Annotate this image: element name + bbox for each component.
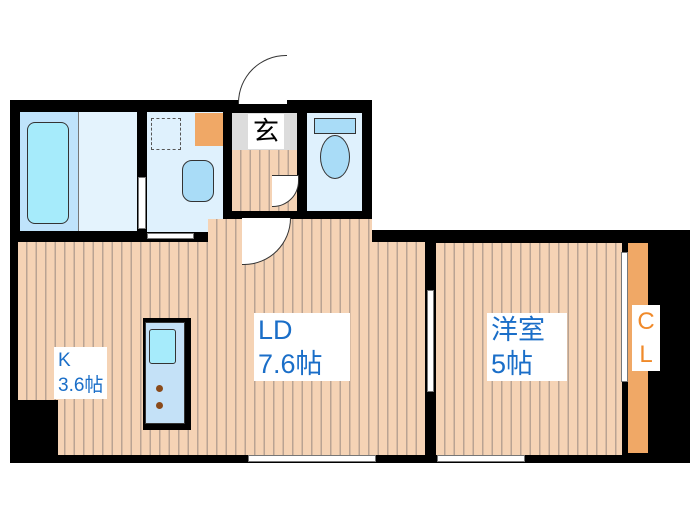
entrance-label: 玄 bbox=[248, 114, 284, 149]
ld-window[interactable] bbox=[248, 455, 376, 462]
ld-size: 7.6帖 bbox=[258, 349, 323, 379]
washing-machine-space bbox=[151, 118, 181, 150]
stove-burner-icon bbox=[156, 385, 163, 392]
washbasin bbox=[182, 160, 214, 202]
closet-c: C bbox=[637, 308, 655, 335]
toilet-tank bbox=[314, 118, 356, 134]
kitchen-corner-wall bbox=[10, 400, 58, 463]
western-room-name: 洋室 bbox=[491, 315, 545, 345]
western-room-size: 5帖 bbox=[491, 349, 534, 379]
corner-wall bbox=[648, 395, 690, 463]
sliding-door[interactable] bbox=[427, 290, 434, 392]
front-door[interactable] bbox=[238, 55, 287, 104]
bathtub bbox=[27, 122, 69, 224]
stove-burner-icon bbox=[156, 402, 163, 409]
toilet-bowl bbox=[320, 135, 350, 179]
closet-label: C L bbox=[632, 305, 660, 371]
western-room-label: 洋室 5帖 bbox=[487, 313, 567, 381]
kitchen-size: 3.6帖 bbox=[58, 375, 104, 396]
bathroom-door[interactable] bbox=[138, 177, 146, 229]
ld-label: LD 7.6帖 bbox=[254, 313, 350, 381]
kitchen-label: K 3.6帖 bbox=[54, 347, 108, 399]
kitchen-sink bbox=[149, 329, 176, 364]
closet-l: L bbox=[639, 341, 653, 368]
closet-door[interactable] bbox=[621, 252, 628, 382]
storage-box bbox=[195, 113, 223, 146]
western-room-window[interactable] bbox=[437, 455, 525, 462]
washroom-door[interactable] bbox=[147, 233, 194, 239]
kitchen-name: K bbox=[58, 350, 71, 371]
ld-name: LD bbox=[258, 315, 293, 345]
